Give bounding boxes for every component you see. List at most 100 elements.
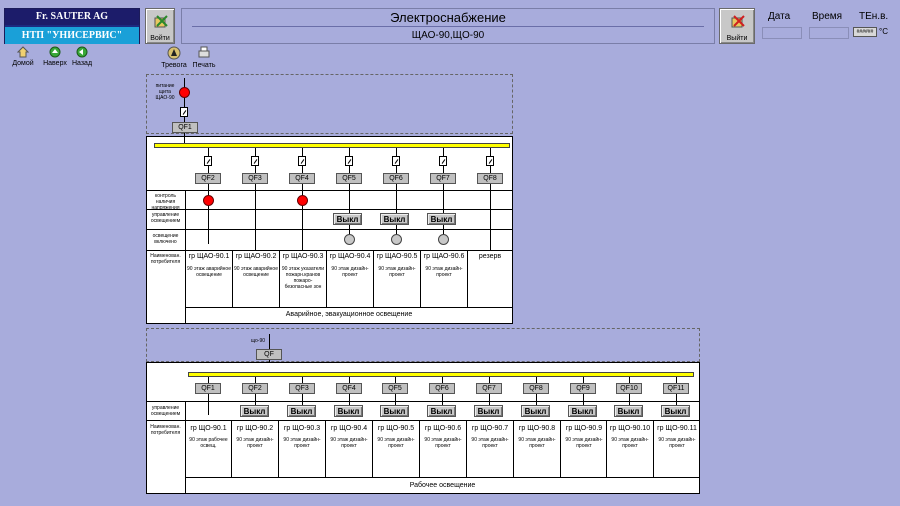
panel1-switch-icon xyxy=(486,156,494,166)
panel2-off-button[interactable]: Выкл xyxy=(474,405,503,417)
panel1-consumer-desc: 90 этаж аварийное освещение xyxy=(187,266,231,278)
panel2-column-divider xyxy=(653,420,654,477)
panel1-supply-wire xyxy=(184,78,185,122)
panel1-consumer-name: гр ЩАО-90.5 xyxy=(376,253,418,260)
panel1-breaker[interactable]: QF3 xyxy=(242,173,268,184)
company-logo: Fr. SAUTER AG НТП "УНИСЕРВИС" xyxy=(4,8,140,44)
panel2-consumer-desc: 90 этаж дизайн-проект xyxy=(611,437,649,449)
panel2-off-button[interactable]: Выкл xyxy=(334,405,363,417)
temperature-unit: °С xyxy=(879,27,888,36)
logout-button[interactable]: Выйти xyxy=(719,8,755,44)
panel2-off-button[interactable]: Выкл xyxy=(614,405,643,417)
panel2-breaker[interactable]: QF1 xyxy=(195,383,221,394)
panel1-consumer-desc: 90 этаж аварийное освещение xyxy=(234,266,278,278)
panel2-consumer-desc: 90 этаж дизайн-проект xyxy=(565,437,603,449)
panel2-breaker[interactable]: QF6 xyxy=(429,383,455,394)
panel2-consumer-desc: 90 этаж дизайн-проект xyxy=(471,437,509,449)
panel1-consumer-desc: 90 этаж дизайн-проект xyxy=(425,266,463,278)
panel2-off-button[interactable]: Выкл xyxy=(240,405,269,417)
panel1-off-button[interactable]: Выкл xyxy=(333,213,362,225)
panel1-breaker[interactable]: QF2 xyxy=(195,173,221,184)
panel2-breaker[interactable]: QF4 xyxy=(336,383,362,394)
panel1-column-divider xyxy=(467,250,468,307)
panel2-consumer-desc: 90 этаж дизайн-проект xyxy=(377,437,415,449)
login-label: Войти xyxy=(150,35,170,42)
panel1-feeder-wire xyxy=(443,148,444,238)
panel2-off-button[interactable]: Выкл xyxy=(661,405,690,417)
panel1-consumer-name: гр ЩАО-90.3 xyxy=(282,253,324,260)
panel2-row-control-label: управление освещением xyxy=(150,405,181,417)
panel2-column-divider xyxy=(278,420,279,477)
panel1-off-button[interactable]: Выкл xyxy=(427,213,456,225)
alarm-icon xyxy=(167,46,181,60)
panel1-switch-icon xyxy=(298,156,306,166)
panel1-main-breaker[interactable]: QF1 xyxy=(172,122,198,133)
panel1-off-button[interactable]: Выкл xyxy=(380,213,409,225)
panel2-consumer-name: гр ЩО-90.10 xyxy=(609,425,651,432)
panel1-breaker[interactable]: QF6 xyxy=(383,173,409,184)
panel2-off-button[interactable]: Выкл xyxy=(380,405,409,417)
back-button[interactable]: Назад xyxy=(70,46,94,67)
panel2-breaker[interactable]: QF10 xyxy=(616,383,642,394)
panel2-off-button[interactable]: Выкл xyxy=(427,405,456,417)
panel1-busbar xyxy=(154,143,510,148)
panel1-row-lighting-label: освещение включено xyxy=(152,233,179,245)
panel2-consumer-desc: 90 этаж дизайн-проект xyxy=(330,437,368,449)
panel1-consumer-name: гр ЩАО-90.4 xyxy=(329,253,371,260)
panel1-breaker[interactable]: QF4 xyxy=(289,173,315,184)
panel2-breaker[interactable]: QF7 xyxy=(476,383,502,394)
panel2-column-divider xyxy=(372,420,373,477)
panel1-voltage-indicator xyxy=(203,195,214,206)
panel1-row-divider xyxy=(146,229,513,230)
title-panel: Электроснабжение ЩАО-90,ЩО-90 xyxy=(181,8,715,44)
panel1-switch-icon xyxy=(204,156,212,166)
up-label: Наверх xyxy=(43,60,67,67)
panel2-breaker[interactable]: QF11 xyxy=(663,383,689,394)
panel2-breaker[interactable]: QF3 xyxy=(289,383,315,394)
panel1-breaker[interactable]: QF7 xyxy=(430,173,456,184)
panel2-column-divider xyxy=(560,420,561,477)
panel2-consumer-name: гр ЩО-90.11 xyxy=(657,425,697,432)
panel2-off-button[interactable]: Выкл xyxy=(521,405,550,417)
panel2-consumer-desc: 90 этаж дизайн-проект xyxy=(283,437,321,449)
panel1-supply-area xyxy=(146,74,513,134)
print-label: Печать xyxy=(192,62,216,69)
panel2-breaker[interactable]: QF5 xyxy=(382,383,408,394)
panel2-supply-label: що-90 xyxy=(250,338,266,344)
panel2-consumer-desc: 90 этаж дизайн-проект xyxy=(658,437,696,449)
panel1-breaker[interactable]: QF8 xyxy=(477,173,503,184)
home-label: Домой xyxy=(12,60,34,67)
panel2-breaker[interactable]: QF9 xyxy=(570,383,596,394)
panel2-off-button[interactable]: Выкл xyxy=(287,405,316,417)
panel1-row-divider xyxy=(185,307,513,308)
up-button[interactable]: Наверх xyxy=(42,46,68,67)
panel1-switch-icon xyxy=(251,156,259,166)
time-field xyxy=(809,27,849,39)
panel1-lighting-indicator xyxy=(344,234,355,245)
temperature-value: ###### xyxy=(853,27,877,37)
logo-line-1: Fr. SAUTER AG xyxy=(5,9,139,25)
home-button[interactable]: Домой xyxy=(12,46,34,67)
panel2-consumer-name: гр ЩО-90.4 xyxy=(330,425,368,432)
panel1-column-divider xyxy=(373,250,374,307)
panel1-consumer-desc: 90 этаж указатели пожарн.кранов пожаро-б… xyxy=(281,266,325,290)
alarm-button[interactable]: Тревога xyxy=(161,46,187,69)
panel2-breaker[interactable]: QF8 xyxy=(523,383,549,394)
panel2-main-breaker[interactable]: QF xyxy=(256,349,282,360)
panel1-row-consumer-label: Наименован. потребителя xyxy=(150,253,181,265)
panel1-voltage-indicator xyxy=(297,195,308,206)
login-button[interactable]: Войти xyxy=(145,8,175,44)
panel2-breaker[interactable]: QF2 xyxy=(242,383,268,394)
time-label: Время xyxy=(812,11,843,22)
panel1-lighting-indicator xyxy=(438,234,449,245)
print-button[interactable]: Печать xyxy=(191,46,217,69)
panel1-breaker[interactable]: QF5 xyxy=(336,173,362,184)
panel1-feeder-wire xyxy=(255,148,256,250)
panel1-row-divider xyxy=(146,209,513,210)
panel1-consumer-name: гр ЩАО-90.2 xyxy=(235,253,277,260)
panel2-consumer-name: гр ЩО-90.8 xyxy=(518,425,556,432)
panel2-frame xyxy=(146,362,700,494)
panel2-consumer-name: гр ЩО-90.2 xyxy=(236,425,274,432)
panel1-supply-label: питание щита ЩАО-90 xyxy=(155,83,175,101)
panel2-off-button[interactable]: Выкл xyxy=(568,405,597,417)
